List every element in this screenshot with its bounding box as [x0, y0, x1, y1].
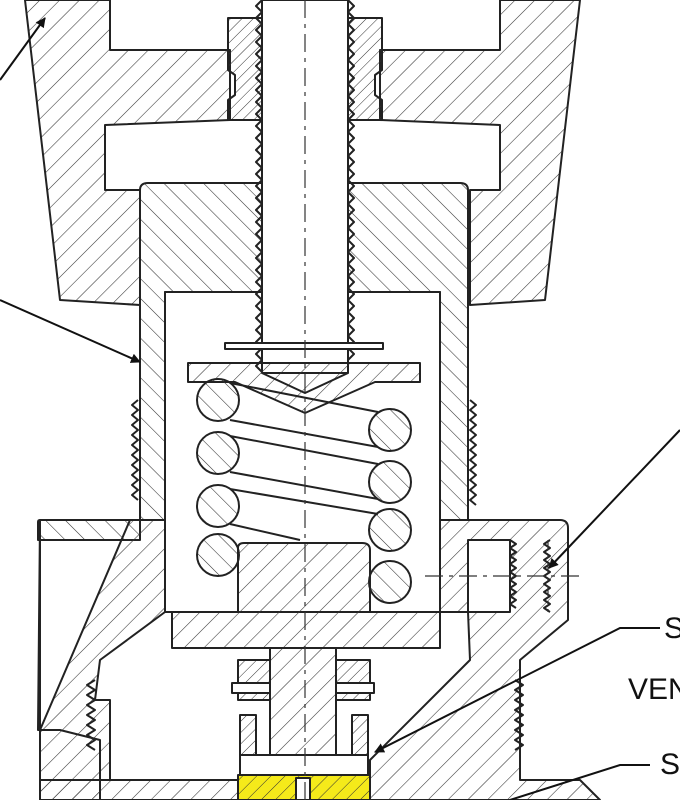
body-lower-left	[39, 779, 241, 800]
knob-right-half	[379, 0, 581, 306]
leader-seat	[374, 627, 660, 753]
lower-spring-button	[171, 542, 441, 649]
knob-left-half	[24, 0, 231, 306]
leader-bonnet	[0, 299, 141, 363]
retaining-ring-right	[335, 682, 375, 694]
body-housing	[37, 519, 166, 800]
o-ring-groove-right	[351, 714, 369, 756]
stem-thread-left	[255, 0, 263, 373]
spring-coils	[196, 378, 412, 604]
o-ring-groove-left	[239, 714, 257, 756]
bonnet-thread-left	[131, 399, 139, 501]
body-housing-right	[369, 519, 601, 800]
bonnet-left-wall	[37, 182, 469, 541]
callout-label-s-lower: S	[660, 748, 680, 781]
spring-wire	[229, 382, 379, 541]
bonnet-thread-right	[469, 399, 477, 506]
leader-vent	[548, 429, 680, 569]
body-thread-left	[86, 679, 96, 751]
upper-spring-button	[187, 362, 421, 414]
callout-label-vent: VEN	[628, 673, 680, 706]
retaining-ring-left	[231, 682, 271, 694]
leader-lower	[509, 764, 650, 800]
lock-nut-right	[347, 17, 383, 121]
leader-knob	[0, 17, 46, 81]
callout-label-s-upper: S	[664, 612, 680, 645]
seat-center-hole	[295, 777, 311, 800]
body-thread-right	[514, 679, 524, 751]
vent-port	[467, 539, 511, 613]
stem-thread-right	[347, 0, 355, 361]
lock-nut-left	[227, 17, 263, 121]
seat-retainer	[239, 754, 369, 776]
